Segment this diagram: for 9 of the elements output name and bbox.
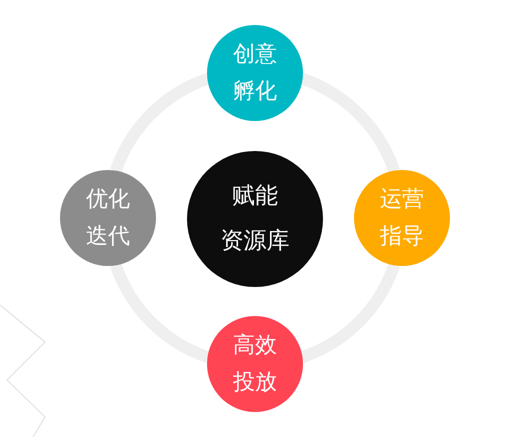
- ring-arc: [300, 263, 400, 363]
- node-label: 赋能资源库: [220, 182, 290, 256]
- ring-arc: [110, 263, 210, 363]
- ring-arc: [110, 73, 210, 173]
- node-label: 创意孵化: [233, 41, 277, 106]
- ring-arc: [300, 73, 400, 173]
- node-label: 优化迭代: [86, 186, 130, 251]
- node-label: 运营指导: [380, 186, 424, 251]
- node-label: 高效投放: [233, 332, 277, 397]
